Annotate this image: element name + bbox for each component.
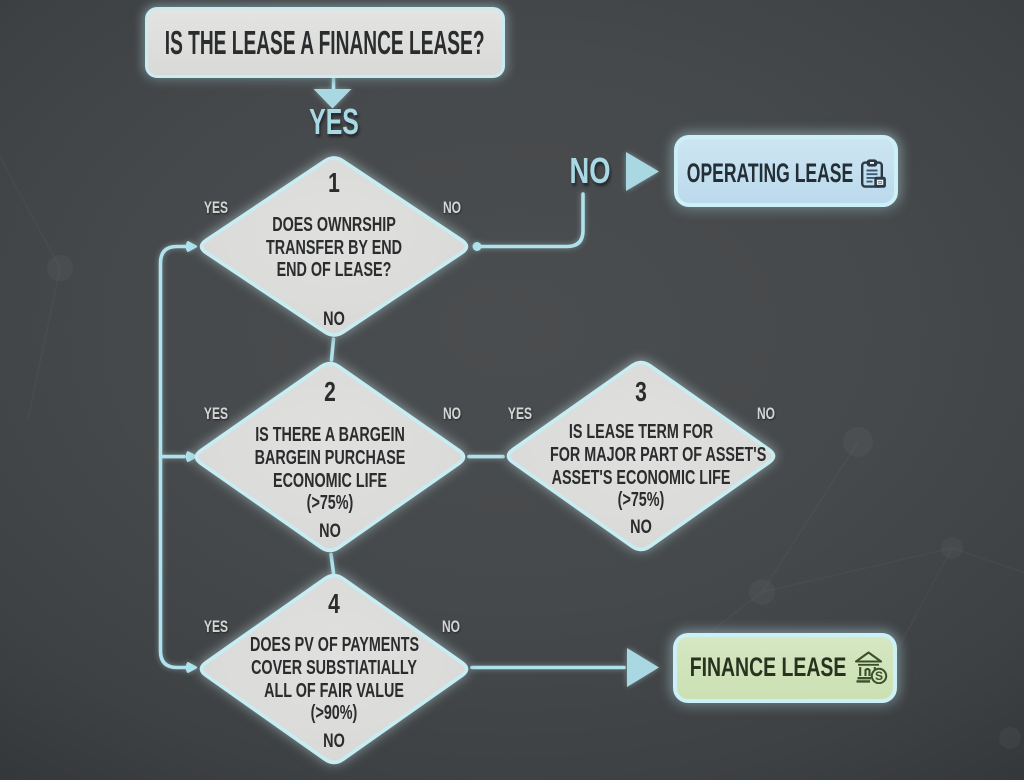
svg-text:S: S [875,669,883,683]
